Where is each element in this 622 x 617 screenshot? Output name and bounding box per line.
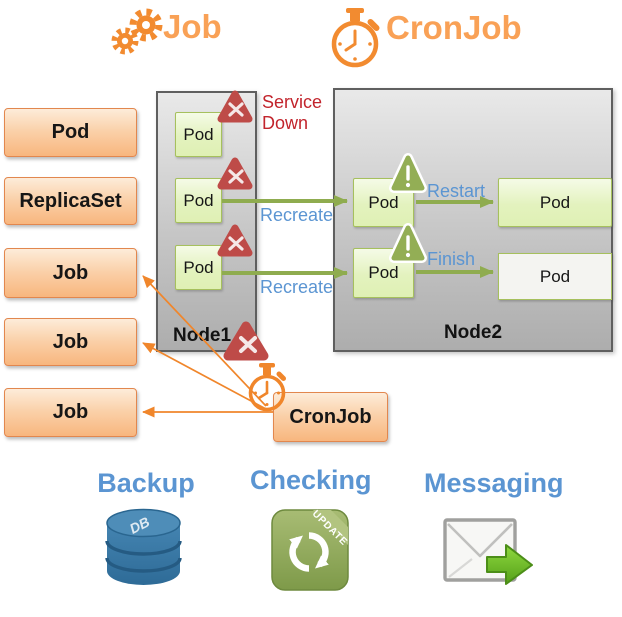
node2-pod-finishing-label: Pod — [368, 263, 399, 282]
cronjob-box-label: CronJob — [289, 405, 372, 428]
node1-pod-3: Pod — [175, 245, 222, 290]
node2-label: Node2 — [443, 322, 503, 343]
update-icon-ribbon-text: UPDATE — [310, 508, 350, 548]
node2-pod-finishing: Pod — [353, 248, 414, 298]
node2-pod-finished-label: Pod — [539, 266, 571, 286]
recreate-note-bottom: Recreate — [260, 277, 334, 297]
envelope-icon — [443, 518, 533, 585]
node1-pod-1: Pod — [175, 112, 222, 157]
replicaset-box: ReplicaSet — [4, 177, 137, 225]
messaging-label: Messaging — [424, 468, 564, 498]
update-icon: UPDATE — [271, 508, 350, 591]
service-down-note: Service Down — [262, 92, 323, 133]
node2-pod-finished: Pod — [498, 253, 612, 300]
job-box-2: Job — [4, 318, 137, 366]
node1-pod-1-label: Pod — [183, 124, 214, 144]
node2-pod-restarted-label: Pod — [539, 192, 571, 212]
backup-label: Backup — [97, 468, 195, 498]
recreate-note-top: Recreate — [260, 205, 334, 225]
database-icon: DB — [105, 508, 182, 585]
pod-box: Pod — [4, 108, 137, 157]
job-box-1: Job — [4, 248, 137, 298]
finish-note: Finish — [427, 249, 476, 269]
cronjob-header-title: CronJob — [386, 9, 522, 46]
cronjob-stopwatch-icon — [331, 8, 380, 68]
job-box-1-label: Job — [52, 261, 89, 284]
node2-pod-restarted: Pod — [498, 178, 612, 227]
node2-pod-restarting-label: Pod — [368, 192, 399, 212]
node1-pod-3-label: Pod — [183, 257, 214, 277]
checking-label: Checking — [250, 465, 372, 495]
job-header-title: Job — [163, 8, 222, 45]
replicaset-box-label: ReplicaSet — [19, 189, 122, 212]
database-icon-text: DB — [127, 513, 152, 536]
job-box-3: Job — [4, 388, 137, 437]
node1-pod-2-label: Pod — [183, 190, 214, 210]
job-box-3-label: Job — [52, 401, 89, 423]
node1-pod-2: Pod — [175, 178, 222, 223]
job-gears-icon — [111, 8, 163, 55]
restart-note: Restart — [427, 181, 486, 201]
cronjob-box: CronJob — [273, 392, 388, 442]
node1-label: Node1 — [173, 325, 232, 346]
pod-box-label: Pod — [51, 121, 90, 143]
job-box-2-label: Job — [52, 330, 89, 353]
node2-pod-restarting: Pod — [353, 178, 414, 227]
